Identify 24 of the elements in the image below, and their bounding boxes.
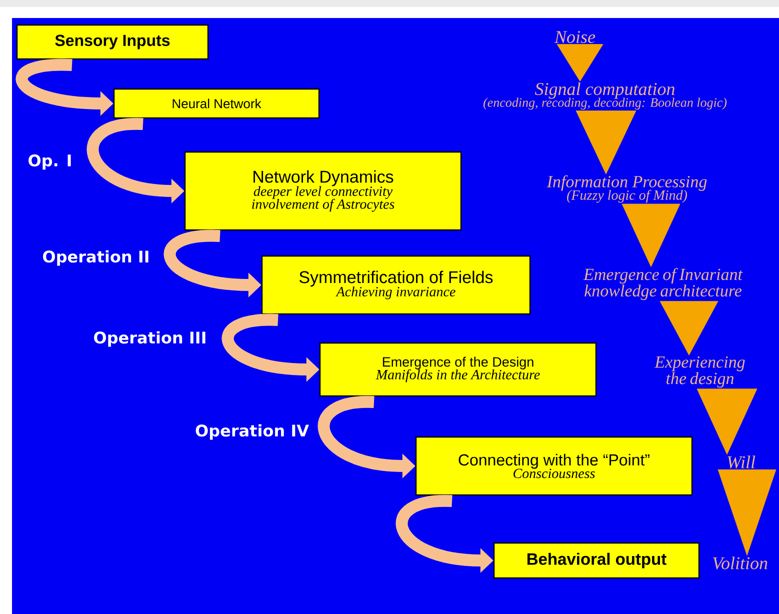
- stage-text: Volition: [712, 556, 768, 570]
- triangle-arrow: [660, 301, 718, 356]
- process-box: Emergence of the Design Manifolds in the Architecture: [319, 342, 597, 397]
- process-box: Symmetrification of Fields Achieving invariance: [261, 255, 531, 315]
- stage-text: Experiencing the design: [654, 356, 745, 388]
- triangle-arrow: [556, 44, 604, 82]
- operation-label: Operation II: [43, 250, 148, 266]
- stage-text: Information Processing (Fuzzy logic of Mind): [546, 175, 707, 203]
- operation-label: Operation IV: [196, 424, 309, 440]
- process-box: Neural Network: [113, 88, 320, 119]
- stage-text: Signal computation (encoding, recoding, decoding: Boolean logic): [484, 82, 727, 110]
- operation-label: Operation III: [94, 331, 206, 347]
- stage-text: Emergence of Invariant knowledge architecture: [583, 268, 743, 300]
- triangle-arrow: [718, 469, 776, 556]
- stage-text: Will: [728, 456, 756, 468]
- stage-text: Noise: [554, 30, 596, 44]
- triangle-arrow: [622, 204, 680, 267]
- process-box: Network Dynamics deeper level connectivity involvement of Astrocytes: [184, 151, 462, 231]
- triangle-arrow: [696, 388, 758, 455]
- triangle-arrow: [576, 110, 636, 174]
- operation-label: Op. I: [28, 154, 71, 170]
- process-box: Behavioral output: [493, 542, 700, 579]
- process-box: Connecting with the “Point” Consciousness: [415, 436, 693, 496]
- process-box: Sensory Inputs: [16, 24, 209, 60]
